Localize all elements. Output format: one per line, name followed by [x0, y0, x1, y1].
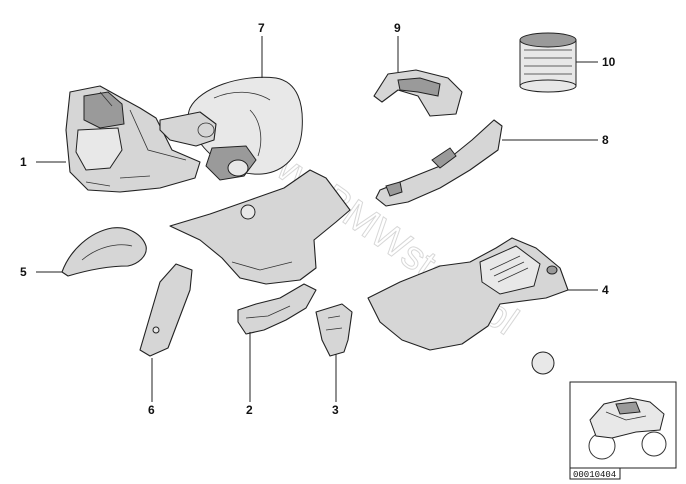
callout-10: 10	[602, 55, 616, 69]
part-1-front-fairing[interactable]	[65, 85, 201, 193]
leader-lines	[36, 36, 598, 402]
callout-6: 6	[148, 403, 155, 417]
callout-9: 9	[394, 21, 401, 35]
overview-thumbnail[interactable]: 00010404	[569, 381, 677, 480]
motorcycle-thumbnail-icon	[588, 397, 667, 460]
callout-7: 7	[258, 21, 265, 35]
part-5-front-fender[interactable]	[61, 227, 147, 277]
part-6-fork-cover[interactable]	[139, 263, 193, 357]
callout-4: 4	[602, 283, 609, 297]
part-8-tail-section[interactable]	[375, 119, 503, 207]
callout-1: 1	[20, 155, 27, 169]
callout-2: 2	[246, 403, 253, 417]
thumbnail-ref-number: 00010404	[573, 470, 616, 480]
callout-5: 5	[20, 265, 27, 279]
part-4-right-side-panel[interactable]	[367, 237, 569, 351]
part-2-left-side-panel[interactable]	[169, 169, 351, 335]
grommet[interactable]	[531, 351, 555, 375]
callout-8: 8	[602, 133, 609, 147]
part-9-seat-cowl[interactable]	[373, 69, 463, 117]
part-7-fuel-tank[interactable]	[159, 76, 303, 181]
callout-3: 3	[332, 403, 339, 417]
part-3-bracket[interactable]	[315, 303, 353, 357]
part-10-filter[interactable]	[519, 32, 577, 93]
